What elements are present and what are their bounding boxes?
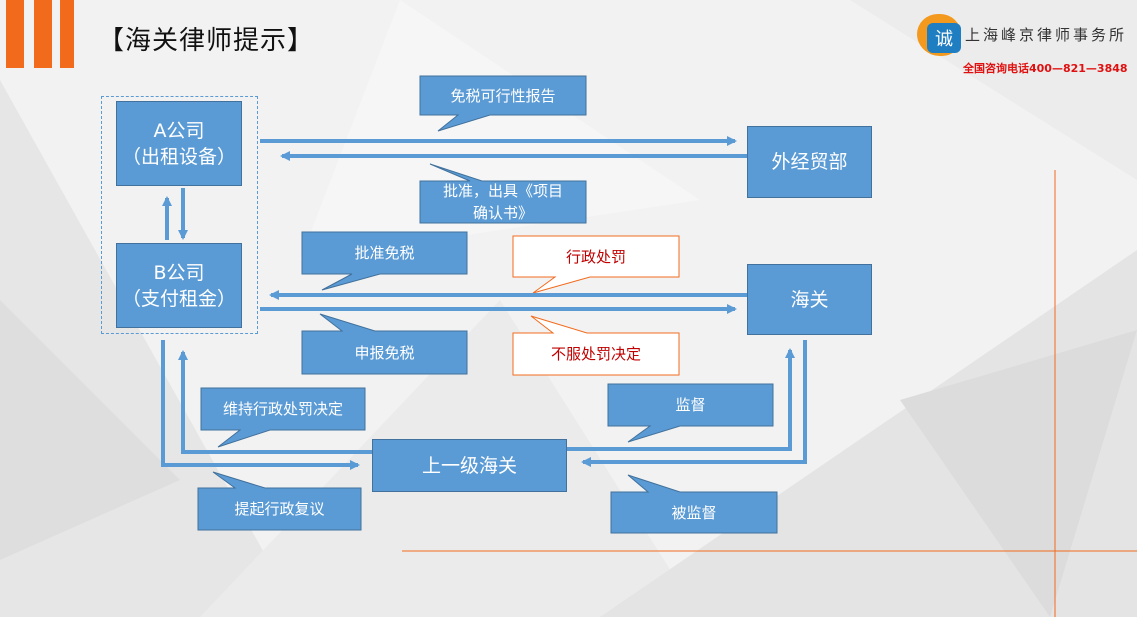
callout-declare-exempt [301,313,468,375]
callout-feasibility-report [419,75,587,132]
logo-glyph: 诚 [927,23,961,53]
firm-logo: 诚 上海峰京律师事务所 全国咨询电话400—821—3848 [913,14,1128,75]
callout-admin-review [197,471,362,531]
callout-admin-penalty [512,235,680,294]
company-group-box [101,96,258,334]
node-company-a: A公司 （出租设备） [116,101,242,186]
accent-bar-2 [34,0,52,68]
arrow-superior-to-b [178,350,372,454]
logo-mark: 诚 [917,14,961,56]
callout-disagree-penalty [512,315,680,376]
node-superior-customs: 上一级海关 [372,439,567,492]
accent-bar-3 [60,0,74,68]
label-admin-penalty: 行政处罚 [565,247,626,266]
label-feasibility-report: 免税可行性报告 [450,86,556,105]
node-company-b: B公司 （支付租金） [116,243,242,328]
label-supervised: 被监督 [671,503,717,522]
label-supervise: 监督 [675,396,706,414]
arrow-superior-to-customs [567,348,795,451]
label-approval-confirm: 批准，出具《项目 确认书》 [442,182,563,222]
accent-bar-1 [6,0,24,68]
node-customs: 海关 [747,264,872,335]
arrow-b-to-superior [161,340,360,470]
label-maintain-penalty: 维持行政处罚决定 [222,400,343,418]
page-title: 【海关律师提示】 [98,26,315,56]
callout-supervise [607,383,774,443]
firm-name: 上海峰京律师事务所 [965,26,1128,44]
callout-approval-confirm [419,163,587,224]
callout-maintain-penalty [200,387,366,448]
node-mofcom: 外经贸部 [747,126,872,198]
label-declare-exempt: 申报免税 [354,343,415,362]
firm-phone: 全国咨询电话400—821—3848 [963,62,1128,75]
label-admin-review: 提起行政复议 [234,500,325,518]
label-disagree-penalty: 不服处罚决定 [550,345,641,363]
callout-supervised [610,474,778,534]
callout-approve-exempt [301,231,468,291]
label-approve-exempt: 批准免税 [354,244,415,262]
arrow-customs-to-superior [581,340,807,467]
